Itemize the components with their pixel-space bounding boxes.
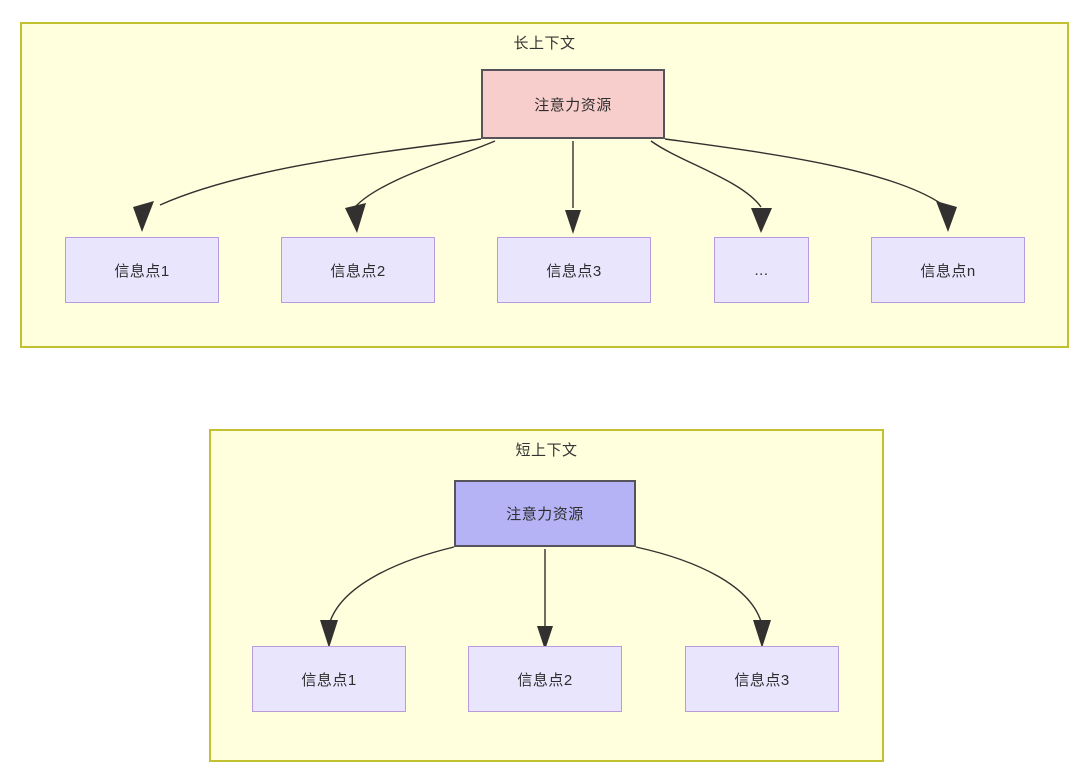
short-context-info-label-3: 信息点3: [734, 671, 790, 689]
short-context-info-label-2: 信息点2: [517, 671, 573, 689]
short-context-info-node-2[interactable]: 信息点2: [468, 646, 622, 712]
short-context-attention-node[interactable]: 注意力资源: [454, 480, 636, 547]
short-context-title: 短上下文: [515, 442, 578, 459]
short-context-attention-label: 注意力资源: [506, 506, 584, 523]
long-context-info-label-n: 信息点n: [920, 262, 976, 280]
long-context-title: 长上下文: [513, 35, 576, 52]
long-context-info-label-1: 信息点1: [114, 262, 170, 280]
long-context-info-node-2[interactable]: 信息点2: [281, 237, 435, 303]
short-context-panel: 短上下文: [209, 429, 884, 762]
long-context-info-node-3[interactable]: 信息点3: [497, 237, 651, 303]
short-context-info-label-1: 信息点1: [301, 671, 357, 689]
long-context-info-label-2: 信息点2: [330, 262, 386, 280]
long-context-info-label-ellipsis: ...: [754, 261, 769, 279]
long-context-attention-label: 注意力资源: [534, 96, 612, 114]
long-context-info-node-n[interactable]: 信息点n: [871, 237, 1025, 303]
long-context-attention-node[interactable]: 注意力资源: [481, 69, 665, 139]
short-context-info-node-3[interactable]: 信息点3: [685, 646, 839, 712]
long-context-info-node-ellipsis[interactable]: ...: [714, 237, 809, 303]
long-context-info-label-3: 信息点3: [546, 262, 602, 280]
long-context-info-node-1[interactable]: 信息点1: [65, 237, 219, 303]
short-context-info-node-1[interactable]: 信息点1: [252, 646, 406, 712]
